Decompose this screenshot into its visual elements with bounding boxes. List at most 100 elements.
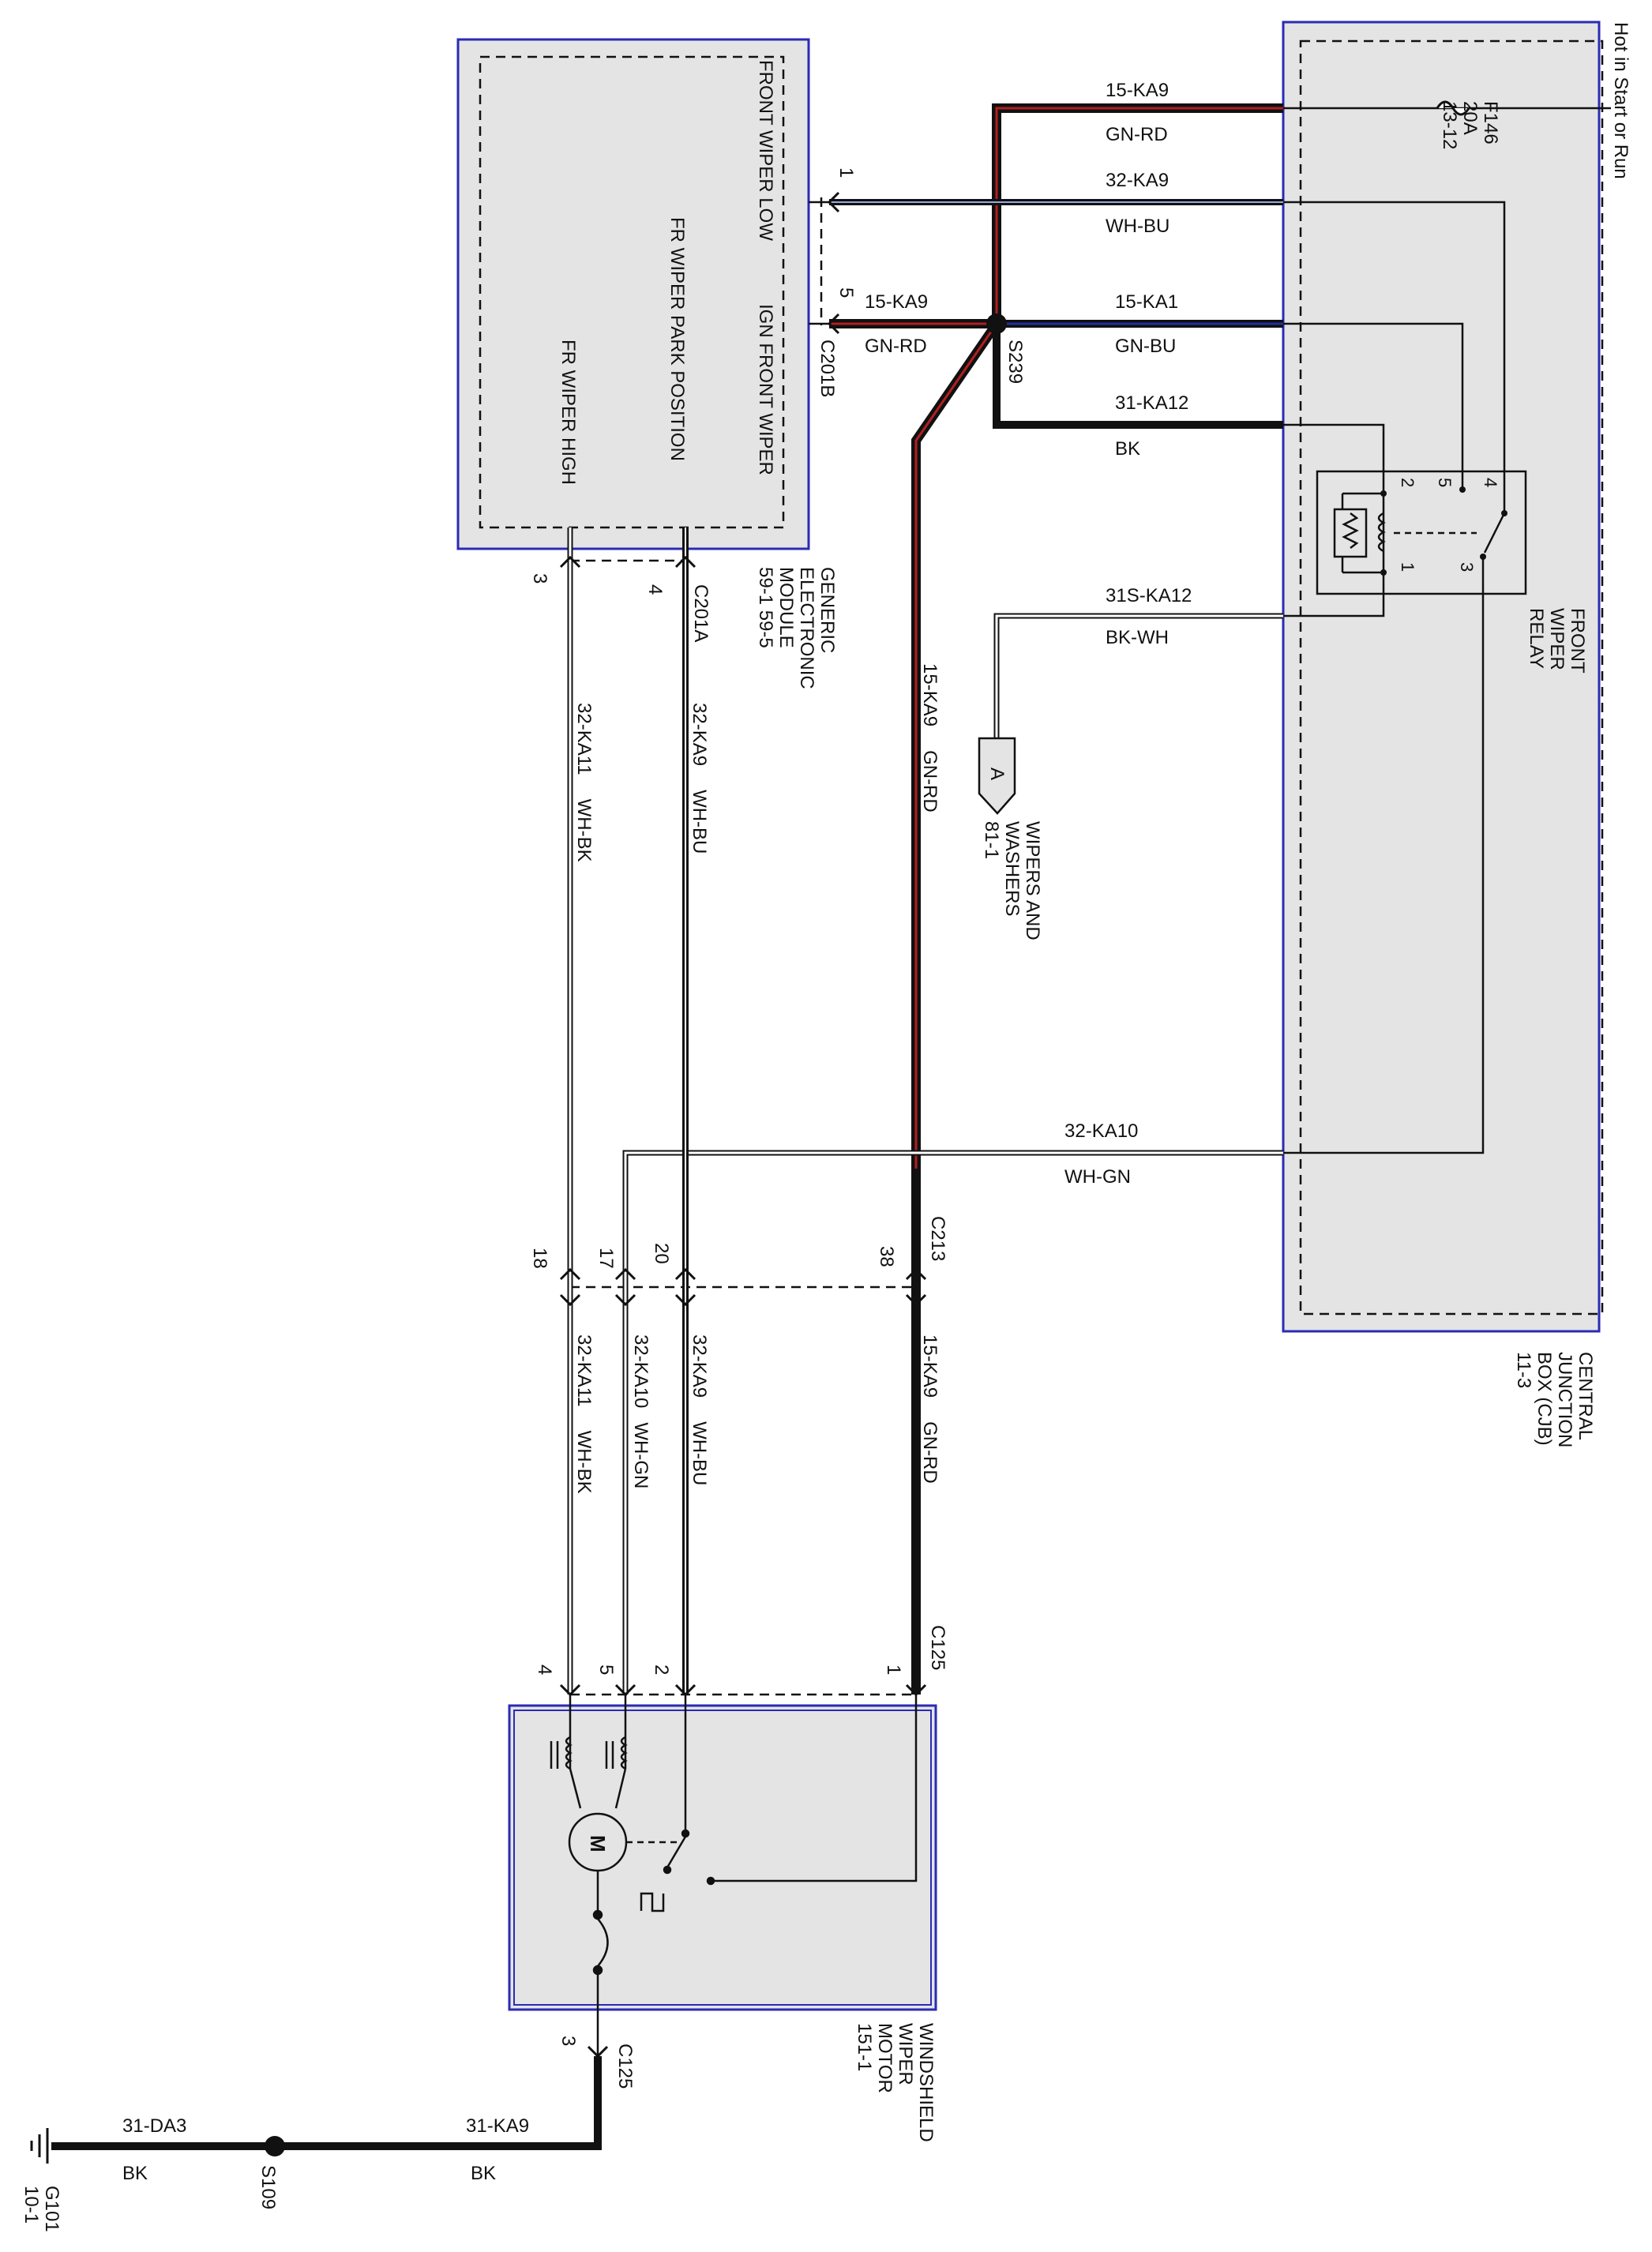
label-v-15ka9-up: 15-KA9GN-RD [919, 663, 941, 813]
label-15ka9-gem-circuit: 15-KA9 [865, 291, 928, 313]
cjb-name: CENTRAL JUNCTION BOX (CJB) 11-3 [1513, 1352, 1596, 1447]
label-15ka9-gem-color: GN-RD [865, 336, 927, 357]
label-v-32ka11-up: 32-KA11WH-BK [573, 703, 595, 862]
gem-pin-park-position: FR WIPER PARK POSITION [666, 217, 688, 461]
svg-text:5: 5 [835, 287, 857, 298]
svg-text:BOX (CJB): BOX (CJB) [1534, 1352, 1555, 1446]
splice-s109 [265, 2136, 285, 2156]
gem-name: GENERIC ELECTRONIC MODULE 59-1 59-5 [755, 567, 838, 689]
svg-text:WIPER: WIPER [895, 2023, 916, 2085]
svg-text:17: 17 [595, 1248, 617, 1269]
ground-symbol [30, 2128, 49, 2164]
svg-text:CENTRAL: CENTRAL [1575, 1352, 1596, 1440]
svg-text:JUNCTION: JUNCTION [1554, 1352, 1575, 1447]
fuse-label: F146 20A 13-12 [1439, 101, 1501, 149]
svg-text:18: 18 [529, 1248, 550, 1269]
svg-text:3: 3 [558, 2036, 579, 2046]
splice-s239 [986, 313, 1007, 334]
svg-text:MODULE: MODULE [775, 567, 797, 648]
label-31ka12-color: BK [1115, 438, 1140, 460]
splice-s109-label: S109 [257, 2165, 279, 2209]
wire-31ka9-ground [275, 2056, 602, 2150]
reference-a [978, 737, 1016, 815]
label-32ka9-top-color: WH-BU [1106, 216, 1170, 237]
svg-text:F146: F146 [1480, 101, 1501, 145]
svg-text:G101: G101 [41, 2186, 62, 2232]
connector-c125-top: C125 [927, 1625, 948, 1670]
label-15ka9-top-circuit: 15-KA9 [1106, 80, 1169, 101]
motor-symbol: M [586, 1835, 610, 1852]
svg-text:3: 3 [1457, 562, 1477, 572]
fuse-f146 [1436, 100, 1470, 116]
motor-internals [550, 1695, 715, 2056]
relay-internals [1333, 490, 1506, 576]
connector-c213: C213 [927, 1216, 948, 1261]
wire-31ska12 [993, 613, 1283, 738]
label-15ka1-circuit: 15-KA1 [1115, 291, 1178, 313]
label-v-32ka9-lo: 32-KA9WH-BU [689, 1334, 710, 1485]
svg-text:81-1: 81-1 [981, 821, 1002, 859]
svg-text:11-3: 11-3 [1513, 1352, 1534, 1388]
label-31da3-circuit: 31-DA3 [122, 2115, 186, 2137]
gem-pin-wiper-high: FR WIPER HIGH [558, 340, 579, 485]
svg-text:2: 2 [1398, 478, 1417, 487]
wire-31ka12 [993, 324, 1283, 429]
label-32ka9-top-circuit: 32-KA9 [1106, 170, 1169, 191]
svg-text:1: 1 [835, 167, 857, 178]
svg-text:RELAY: RELAY [1526, 608, 1547, 669]
svg-text:2: 2 [651, 1665, 672, 1675]
svg-text:WIPER: WIPER [1546, 608, 1568, 670]
wire-32ka10 [622, 1150, 1283, 1695]
svg-text:20A: 20A [1459, 101, 1481, 135]
connector-c125-bottom: C125 [614, 2044, 636, 2089]
supply-label: Hot in Start or Run [1610, 22, 1631, 179]
svg-text:GENERIC: GENERIC [817, 567, 838, 653]
svg-text:MOTOR: MOTOR [874, 2023, 895, 2093]
relay-pins: 2 5 4 1 3 [1398, 478, 1500, 572]
label-v-32ka10-lo: 32-KA10WH-GN [630, 1334, 651, 1488]
svg-text:59-1 59-5: 59-1 59-5 [755, 567, 776, 648]
svg-text:FRONT: FRONT [1567, 608, 1588, 674]
svg-text:WASHERS: WASHERS [1001, 821, 1023, 916]
svg-text:1: 1 [883, 1665, 904, 1675]
label-15ka1-color: GN-BU [1115, 336, 1176, 357]
label-v-32ka9-up: 32-KA9WH-BU [689, 703, 710, 854]
svg-text:ELECTRONIC: ELECTRONIC [796, 567, 817, 689]
wire-15ka9-vertical [911, 321, 1001, 1695]
relay-name: FRONT WIPER RELAY [1526, 608, 1588, 674]
central-junction-box [1282, 21, 1604, 1333]
label-31da3-color: BK [122, 2163, 148, 2184]
pin-numbers: 1 5 3 4 18 17 20 38 4 5 2 1 3 [529, 167, 904, 2046]
label-31ka9-color: BK [471, 2163, 496, 2184]
gem-pin-front-wiper-low: FRONT WIPER LOW [755, 60, 776, 241]
svg-text:5: 5 [595, 1665, 617, 1675]
svg-text:4: 4 [1481, 478, 1500, 487]
svg-text:20: 20 [651, 1243, 672, 1264]
svg-text:WINDSHIELD: WINDSHIELD [915, 2023, 937, 2142]
connector-chevrons [559, 191, 927, 2059]
svg-text:WIPERS AND: WIPERS AND [1022, 821, 1043, 940]
motor-name: WINDSHIELD WIPER MOTOR 151-1 [854, 2023, 937, 2142]
label-31ska12-color: BK-WH [1106, 627, 1169, 648]
windshield-wiper-motor [508, 1704, 937, 2011]
label-31ska12-circuit: 31S-KA12 [1106, 585, 1192, 606]
wire-15ka9-top [992, 103, 1283, 324]
label-15ka9-top-color: GN-RD [1106, 124, 1168, 145]
svg-text:10-1: 10-1 [21, 2186, 42, 2224]
reference-a-letter: A [986, 768, 1008, 780]
gem-pin-ign-front-wiper: IGN FRONT WIPER [755, 304, 776, 475]
svg-text:5: 5 [1435, 478, 1455, 487]
label-31ka9-circuit: 31-KA9 [466, 2115, 529, 2137]
splice-s239-label: S239 [1004, 340, 1026, 384]
label-32ka10-color: WH-GN [1064, 1166, 1131, 1188]
svg-text:13-12: 13-12 [1439, 101, 1460, 149]
generic-electronic-module [456, 38, 810, 550]
label-v-15ka9-lo: 15-KA9GN-RD [919, 1334, 941, 1484]
label-32ka10-circuit: 32-KA10 [1064, 1120, 1138, 1142]
ground-label: G101 10-1 [21, 2186, 62, 2232]
svg-text:4: 4 [644, 584, 666, 595]
svg-text:4: 4 [534, 1665, 555, 1675]
connector-c201b: C201B [817, 340, 838, 397]
svg-text:151-1: 151-1 [854, 2023, 875, 2071]
